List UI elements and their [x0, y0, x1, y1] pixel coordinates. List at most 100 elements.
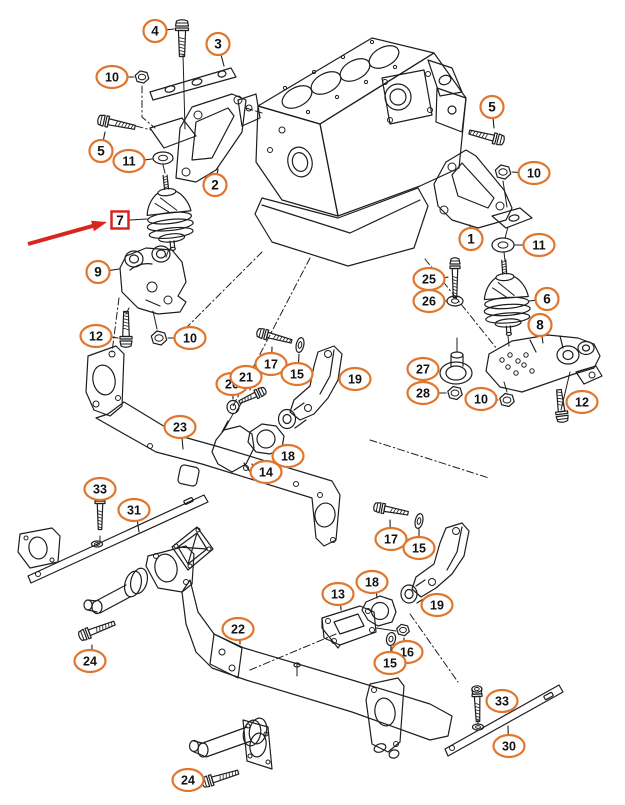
- callout-1[interactable]: 1: [458, 224, 484, 252]
- connector-line: [182, 53, 186, 130]
- bracket-1: [433, 149, 513, 229]
- bolt-hole: [147, 443, 153, 449]
- bolt-hole: [392, 64, 398, 70]
- part-ellipse: [277, 408, 297, 430]
- part-ellipse: [92, 364, 116, 396]
- part-ellipse: [556, 345, 580, 365]
- callout-15[interactable]: 15: [373, 645, 407, 676]
- callout-15[interactable]: 15: [280, 353, 314, 387]
- callout-19[interactable]: 19: [420, 592, 454, 618]
- callout-31[interactable]: 31: [117, 497, 151, 533]
- callout-33[interactable]: 33: [485, 688, 519, 714]
- callout-11[interactable]: 11: [514, 232, 556, 258]
- callout-number: 28: [416, 387, 430, 401]
- highlight-number: 7: [116, 213, 124, 228]
- bolt-hole: [425, 71, 431, 77]
- callout-21[interactable]: 21: [229, 364, 263, 391]
- bolt-hole: [282, 85, 288, 91]
- bolt-hole: [369, 627, 375, 633]
- callout-bubble: [117, 497, 151, 523]
- nut: [396, 623, 410, 637]
- callout-25[interactable]: 25: [412, 266, 449, 292]
- callout-3[interactable]: 3: [205, 31, 231, 67]
- callout-24[interactable]: 24: [171, 767, 205, 793]
- callout-19[interactable]: 19: [338, 366, 372, 392]
- bolt-hole: [181, 167, 191, 177]
- bolt-hole: [371, 687, 377, 693]
- bolt-hole: [187, 563, 193, 569]
- bracket-19-detail: [293, 349, 335, 429]
- bolt-hole: [263, 731, 269, 737]
- callout-5[interactable]: 5: [479, 94, 505, 129]
- callout-bubble: [517, 160, 551, 186]
- callout-10[interactable]: 10: [511, 160, 551, 186]
- callout-5[interactable]: 5: [88, 131, 114, 164]
- callout-8[interactable]: 8: [527, 312, 553, 344]
- callout-number: 24: [181, 774, 195, 788]
- part-ellipse: [282, 413, 292, 425]
- bolt-hole: [447, 162, 457, 172]
- callout-13[interactable]: 13: [321, 581, 355, 611]
- callout-18[interactable]: 18: [355, 569, 389, 599]
- bolt-hole: [218, 648, 226, 656]
- bolt-hole: [233, 95, 243, 105]
- bushing-18b: [361, 595, 397, 627]
- callout-14[interactable]: 14: [249, 459, 283, 485]
- callout-number: 15: [383, 657, 397, 671]
- callout-number: 33: [93, 483, 107, 497]
- connector-line: [152, 310, 158, 330]
- callout-17[interactable]: 17: [374, 519, 408, 552]
- bolt-hole: [108, 350, 116, 358]
- bolt-hole: [193, 110, 203, 120]
- callout-15[interactable]: 15: [402, 528, 436, 561]
- construction-line: [249, 633, 337, 671]
- engine-mount-7: [146, 174, 194, 251]
- callout-23[interactable]: 23: [163, 414, 197, 450]
- callout-number: 30: [502, 740, 516, 754]
- callout-bubble: [402, 535, 436, 561]
- callout-2[interactable]: 2: [202, 168, 228, 198]
- mount-frame-x-cross: [177, 532, 208, 565]
- callout-28[interactable]: 28: [406, 380, 447, 406]
- callout-10[interactable]: 10: [95, 64, 135, 90]
- callout-27[interactable]: 27: [406, 356, 440, 382]
- callout-30[interactable]: 30: [492, 725, 526, 759]
- bolt-hole: [146, 281, 158, 293]
- callout-bubble: [171, 767, 205, 793]
- callout-number: 21: [239, 371, 253, 385]
- callout-12[interactable]: 12: [565, 389, 599, 415]
- support-strip-3: [149, 67, 237, 101]
- callout-33[interactable]: 33: [83, 476, 117, 502]
- part-slot: [183, 497, 194, 505]
- pointer-arrow-shaft: [27, 223, 96, 246]
- callout-22[interactable]: 22: [221, 616, 255, 645]
- highlight-callout-7[interactable]: 7: [110, 210, 130, 230]
- callout-number: 23: [173, 421, 187, 435]
- exhaust-flange: [381, 69, 433, 125]
- callout-bubble: [412, 288, 446, 314]
- bolt-hole: [265, 759, 271, 765]
- callout-number: 10: [183, 332, 197, 346]
- callout-bubble: [485, 688, 519, 714]
- callout-24[interactable]: 24: [73, 644, 107, 674]
- callout-9[interactable]: 9: [85, 259, 120, 285]
- callout-11[interactable]: 11: [112, 148, 153, 174]
- construction-line: [245, 107, 263, 114]
- callout-26[interactable]: 26: [412, 288, 447, 314]
- callout-bubble: [479, 94, 505, 120]
- part-ellipse: [368, 45, 400, 69]
- part-ellipse: [370, 601, 390, 621]
- connector-line: [503, 251, 506, 262]
- callout-17[interactable]: 17: [254, 346, 288, 377]
- callout-10[interactable]: 10: [167, 325, 207, 351]
- callout-4[interactable]: 4: [142, 18, 175, 44]
- callout-10[interactable]: 10: [464, 386, 499, 412]
- callout-18[interactable]: 18: [271, 443, 305, 469]
- callout-12[interactable]: 12: [79, 323, 119, 349]
- callout-number: 18: [365, 576, 379, 590]
- washer: [385, 631, 397, 647]
- callout-number: 10: [474, 393, 488, 407]
- callout-bubble: [202, 172, 228, 198]
- callout-6[interactable]: 6: [528, 286, 560, 312]
